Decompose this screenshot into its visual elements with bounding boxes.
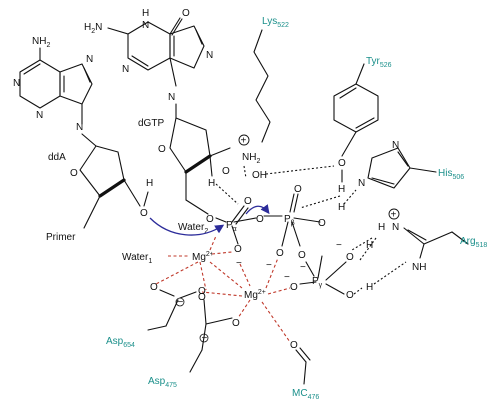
arg-h-2: H (366, 282, 373, 293)
asp654-minus: − (178, 297, 184, 308)
water1-label: Water1 (122, 252, 152, 265)
triphosphate-bonds (215, 193, 347, 295)
tyr-oxygen: O (338, 158, 346, 169)
tyr-hydrogen: H (338, 184, 345, 195)
dda-ring-oxygen: O (70, 168, 78, 179)
arg-nh-bottom: NH (412, 262, 426, 273)
primer-label: Primer (46, 232, 76, 243)
nucleophilic-attack-arrow (149, 217, 225, 236)
dgtp-5prime-oxygen: O (206, 214, 214, 225)
arg-nh-top-h: H (378, 222, 385, 233)
adenine-n7-label: N (86, 54, 93, 65)
beta-o-top: O (294, 184, 302, 195)
mg-ion-2: Mg2+ (244, 289, 266, 301)
dgtp-oh-label: OH (252, 170, 267, 181)
adenine-nh2-label: NH2 (32, 36, 50, 49)
his-ring (367, 147, 437, 189)
adenine-base (19, 47, 93, 125)
dgtp-3prime-oh: H (208, 178, 215, 189)
dgtp-sugar-ring (169, 103, 231, 215)
his-h-label: H (338, 202, 345, 213)
asp475-o-top: O (198, 292, 206, 303)
adenine-n3-label: N (36, 110, 43, 121)
gamma-o-top: O (346, 252, 354, 263)
lys-plus-charge: + (241, 136, 247, 147)
guanine-n1-label: N (142, 20, 149, 31)
mc476-label: MC476 (292, 388, 319, 401)
beta-o-bridge: O (298, 250, 306, 261)
hydrogen-bonds (215, 165, 407, 295)
dda-sugar-ring (79, 133, 141, 229)
p-alpha-label: Pα (226, 220, 237, 233)
alpha-o-top: O (244, 196, 252, 207)
gamma-o-right: O (346, 290, 354, 301)
gamma-o-left: O (290, 282, 298, 293)
arg-plus-charge: + (391, 210, 397, 221)
asp475-label: Asp475 (148, 376, 177, 389)
dda-3prime-h: H (146, 178, 153, 189)
mg-ion-1: Mg2+ (192, 251, 214, 263)
arg-side-chain (403, 227, 469, 259)
beta-o-right: O (318, 218, 326, 229)
asp654-o-right: O (198, 286, 206, 297)
p-beta-label: Pβ (284, 214, 295, 227)
guanine-h2n-label: H2N (84, 22, 102, 35)
alpha-minus: − (236, 258, 242, 269)
alpha-o-minus: O (234, 244, 242, 255)
adenine-n1-label: N (13, 78, 20, 89)
beta-minus-left: − (266, 260, 272, 271)
lys-side-chain (253, 29, 271, 143)
dda-3prime-oxygen: O (140, 208, 148, 219)
his-n-top: N (392, 140, 399, 151)
tyr-label: Tyr526 (366, 56, 392, 69)
his-n-left: N (358, 178, 365, 189)
mc476-backbone (295, 347, 311, 385)
asp654-o-left: O (150, 282, 158, 293)
arg-nh-top-n: N (392, 222, 399, 233)
arg-label: Arg518 (460, 236, 487, 249)
dda-label: ddA (48, 152, 66, 163)
beta-o-left: O (276, 248, 284, 259)
gamma-minus-left: − (284, 272, 290, 283)
guanine-base (107, 17, 205, 87)
mg-coordination (155, 235, 291, 343)
gamma-minus-top: − (336, 240, 342, 251)
guanine-n1h-label: H (142, 8, 149, 19)
asp654-label: Asp654 (106, 336, 135, 349)
guanine-n3-label: N (122, 64, 129, 75)
p-gamma-label: Pγ (312, 276, 323, 289)
adenine-n9-label: N (76, 122, 83, 133)
dgtp-ring-oxygen: O (158, 144, 166, 155)
asp475-minus: − (202, 333, 208, 344)
dgtp-label: dGTP (138, 118, 164, 129)
alpha-o-bridge: O (256, 214, 264, 225)
lys-nh2-label: NH2 (242, 152, 260, 165)
his-label: His506 (438, 168, 464, 181)
dgtp-3prime-o: O (222, 166, 230, 177)
arg-h-1: H (366, 240, 373, 251)
mc476-oxygen: O (290, 340, 298, 351)
guanine-o6-label: O (182, 8, 190, 19)
guanine-n7-label: N (206, 50, 213, 61)
beta-minus-right: − (300, 262, 306, 273)
asp654-side-chain (147, 289, 197, 331)
asp475-side-chain (189, 299, 233, 373)
leaving-group-arrow (245, 204, 270, 215)
asp475-o-right: O (232, 318, 240, 329)
lys-label: Lys522 (262, 16, 289, 29)
guanine-n9-label: N (168, 92, 175, 103)
water2-label: Water2 (178, 222, 208, 235)
tyr-ring (333, 63, 379, 157)
